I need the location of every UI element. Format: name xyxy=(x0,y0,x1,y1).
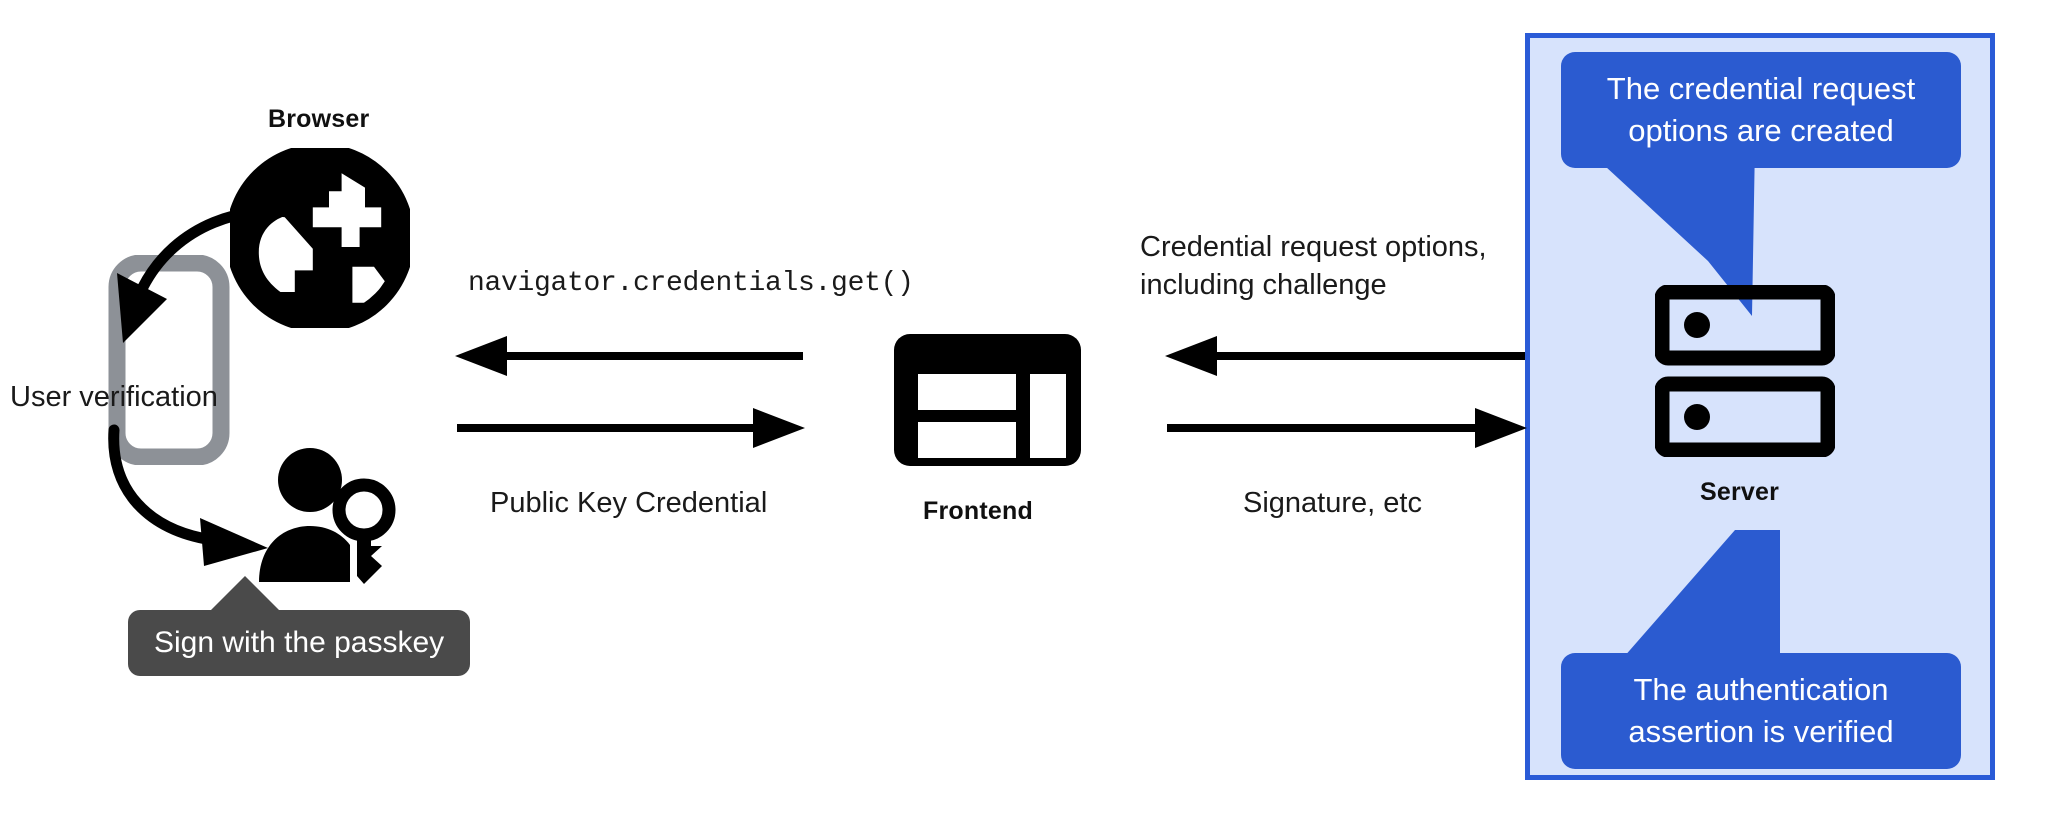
globe-icon xyxy=(225,143,415,333)
server-racks-icon xyxy=(1654,284,1836,458)
signature-etc-label: Signature, etc xyxy=(1243,487,1422,519)
dashboard-layout-icon xyxy=(890,330,1085,470)
arrow-browser-to-phone xyxy=(95,195,315,355)
public-key-credential-label: Public Key Credential xyxy=(490,487,768,519)
server-callout-bottom: The authentication assertion is verified xyxy=(1561,653,1961,769)
arrow-browser-to-frontend xyxy=(455,408,805,448)
frontend-label: Frontend xyxy=(923,497,1033,525)
server-callout-top: The credential request options are creat… xyxy=(1561,52,1961,168)
server-label: Server xyxy=(1700,478,1780,506)
passkey-tooltip-tail xyxy=(205,576,285,616)
arrow-frontend-to-browser xyxy=(455,336,805,376)
navigator-credentials-get-label: navigator.credentials.get() xyxy=(468,268,914,299)
server-callout-bottom-tail xyxy=(1595,530,1825,690)
user-verification-label: User verification xyxy=(10,381,218,413)
person-with-key-icon xyxy=(255,442,400,587)
credential-request-options-label: Credential request options, including ch… xyxy=(1140,231,1487,301)
phone-icon xyxy=(108,254,230,466)
server-callout-top-tail xyxy=(1580,143,1800,318)
arrow-server-to-frontend xyxy=(1165,336,1527,376)
arrow-frontend-to-server xyxy=(1165,408,1527,448)
passkey-tooltip: Sign with the passkey xyxy=(128,610,471,676)
arrow-phone-to-user xyxy=(100,420,300,570)
browser-label: Browser xyxy=(268,105,370,133)
